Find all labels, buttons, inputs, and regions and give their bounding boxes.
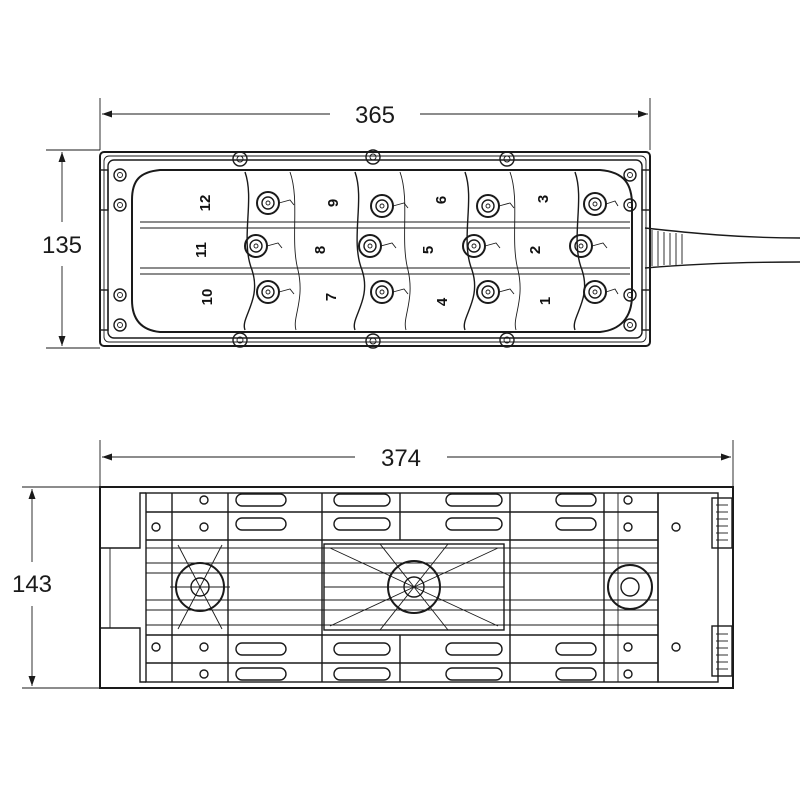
screw-icon: [365, 149, 381, 165]
connector-port-icon: [256, 280, 295, 304]
screw-icon: [232, 151, 248, 167]
mounting-boss-left: [170, 544, 230, 630]
screw-icon: [623, 318, 637, 332]
port-number-label: 12: [197, 195, 214, 212]
port-number-label: 5: [420, 246, 437, 254]
connector-port-icon: [476, 194, 515, 218]
connector-port-icon: [256, 191, 295, 215]
mounting-boss-center: [323, 543, 505, 631]
base-holes: [151, 495, 681, 679]
bottom-width-dimension: 374: [99, 440, 734, 487]
ports-col-2: [358, 194, 409, 304]
connector-port-icon: [358, 234, 397, 258]
connector-port-icon: [476, 280, 515, 304]
port-number-label: 2: [527, 246, 544, 254]
bottom-width-label: 374: [381, 445, 421, 472]
screw-icon: [623, 288, 637, 302]
port-number-label: 6: [433, 196, 450, 204]
mounting-boss-right: [607, 564, 653, 610]
screw-icon: [623, 168, 637, 182]
top-width-label: 365: [355, 102, 395, 129]
screw-icon: [113, 288, 127, 302]
housing-screws: [113, 149, 637, 349]
cable: [644, 227, 800, 269]
connector-port-icon: [370, 280, 409, 304]
housing-top: [99, 151, 651, 347]
screw-icon: [499, 151, 515, 167]
connector-port-icon: [583, 280, 619, 304]
connector-port-icon: [244, 234, 283, 258]
top-height-dimension: 135: [42, 149, 100, 349]
top-height-label: 135: [42, 232, 82, 259]
port-number-label: 4: [434, 297, 451, 306]
bottom-height-dimension: 143: [12, 486, 100, 689]
ports-col-3: [462, 194, 515, 304]
screw-icon: [113, 198, 127, 212]
housing-base: [99, 486, 734, 689]
screw-icon: [113, 318, 127, 332]
port-number-label: 1: [537, 297, 554, 305]
port-number-label: 11: [193, 242, 210, 258]
port-numbers: 12 11 10 9 8 7 6 5 4 3 2 1: [193, 195, 554, 307]
ports-col-4: [569, 192, 619, 304]
port-number-label: 9: [325, 199, 342, 207]
screw-icon: [232, 332, 248, 348]
port-number-label: 8: [312, 246, 329, 254]
top-view: 365 135: [42, 98, 800, 349]
port-number-label: 10: [199, 289, 216, 306]
screw-icon: [499, 332, 515, 348]
connector-port-icon: [370, 194, 409, 218]
bottom-height-label: 143: [12, 571, 52, 598]
screw-icon: [623, 198, 637, 212]
connector-port-icon: [462, 234, 501, 258]
port-number-label: 7: [323, 293, 340, 301]
screw-icon: [365, 333, 381, 349]
connector-port-icon: [569, 234, 608, 258]
bottom-view: 374 143: [12, 440, 734, 689]
screw-icon: [113, 168, 127, 182]
base-slots: [235, 493, 597, 681]
top-width-dimension: 365: [99, 98, 651, 150]
ports-col-1: [244, 191, 295, 304]
connector-port-icon: [583, 192, 619, 216]
port-number-label: 3: [535, 195, 552, 203]
